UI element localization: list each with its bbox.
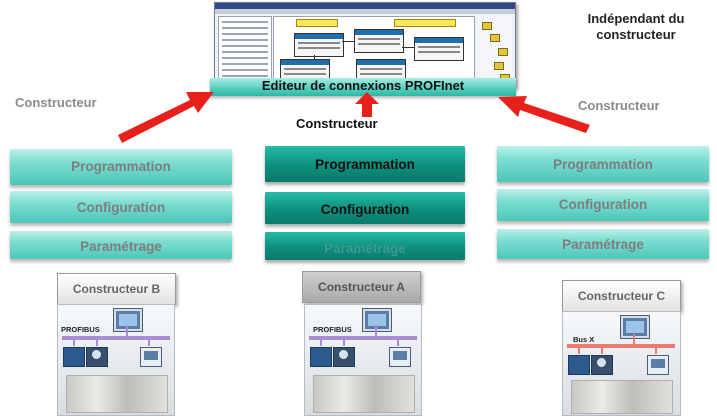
- editor-menubar: [215, 9, 515, 14]
- layer-label: Configuration: [558, 197, 648, 212]
- manufacturer-c-box: Constructeur C: [562, 280, 681, 312]
- layer-label: Programmation: [315, 157, 415, 172]
- arrow-right-icon: [498, 96, 590, 133]
- layer-programmation-b: Programmation: [10, 149, 232, 185]
- bus-label: Bus X: [573, 335, 595, 344]
- layer-parametrage-c: Paramétrage: [497, 229, 709, 259]
- editor-title: Editeur de connexions PROFInet: [261, 78, 465, 93]
- machine-photo: [313, 375, 415, 413]
- layer-label: Paramétrage: [324, 241, 406, 256]
- arrow-left-icon: [118, 92, 214, 143]
- pc-monitor-icon: [114, 309, 142, 331]
- right-manufacturer-label: Constructeur: [578, 98, 660, 113]
- bus-label: PROFIBUS: [61, 325, 100, 334]
- machine-photo: [66, 375, 168, 413]
- editor-tree-panel: [218, 16, 272, 86]
- manufacturer-c-label: Constructeur C: [577, 289, 666, 303]
- plc-device-icon: [568, 355, 590, 375]
- pc-monitor-icon: [621, 316, 649, 338]
- arrow-center-icon: [355, 92, 379, 117]
- editor-screenshot: [214, 2, 516, 88]
- plc-device-icon: [310, 347, 332, 367]
- io-device-icon: [647, 355, 669, 375]
- network-panel-c: Bus X: [562, 311, 681, 416]
- editor-device-palette: [478, 16, 512, 84]
- io-device-icon: [389, 347, 411, 367]
- manufacturer-a-label: Constructeur A: [318, 280, 405, 294]
- operator-device-icon: [591, 355, 613, 375]
- layer-configuration-b: Configuration: [10, 191, 232, 223]
- plc-device-icon: [63, 347, 85, 367]
- operator-device-icon: [333, 347, 355, 367]
- layer-label: Paramétrage: [562, 237, 644, 252]
- vendor-independent-label: Indépendant du constructeur: [587, 11, 685, 42]
- editor-titlebar: [215, 3, 515, 9]
- layer-label: Configuration: [76, 200, 166, 215]
- network-panel-a: PROFIBUS: [304, 304, 422, 416]
- left-manufacturer-label: Constructeur: [15, 95, 97, 110]
- pc-monitor-icon: [363, 309, 391, 331]
- machine-photo: [571, 380, 673, 414]
- manufacturer-b-label: Constructeur B: [72, 282, 161, 296]
- io-device-icon: [140, 347, 162, 367]
- layer-configuration-a: Configuration: [265, 192, 465, 224]
- profinet-connection-editor-bar: Editeur de connexions PROFInet: [210, 78, 516, 96]
- layer-label: Programmation: [553, 157, 653, 172]
- layer-parametrage-a: Paramétrage: [265, 232, 465, 260]
- bus-x-line: [567, 344, 675, 348]
- layer-configuration-c: Configuration: [497, 189, 709, 221]
- editor-canvas: [273, 16, 475, 86]
- layer-programmation-c: Programmation: [497, 146, 709, 182]
- profibus-line: [62, 336, 170, 340]
- layer-label: Programmation: [71, 159, 171, 174]
- profibus-line: [309, 336, 417, 340]
- center-manufacturer-label: Constructeur: [296, 116, 378, 131]
- bus-label: PROFIBUS: [313, 325, 352, 334]
- operator-device-icon: [86, 347, 108, 367]
- network-panel-b: PROFIBUS: [57, 304, 175, 416]
- layer-programmation-a: Programmation: [265, 146, 465, 182]
- layer-parametrage-b: Paramétrage: [10, 231, 232, 259]
- manufacturer-a-box: Constructeur A: [302, 271, 421, 303]
- manufacturer-b-box: Constructeur B: [57, 273, 176, 305]
- layer-label: Paramétrage: [80, 239, 162, 254]
- layer-label: Configuration: [320, 202, 410, 217]
